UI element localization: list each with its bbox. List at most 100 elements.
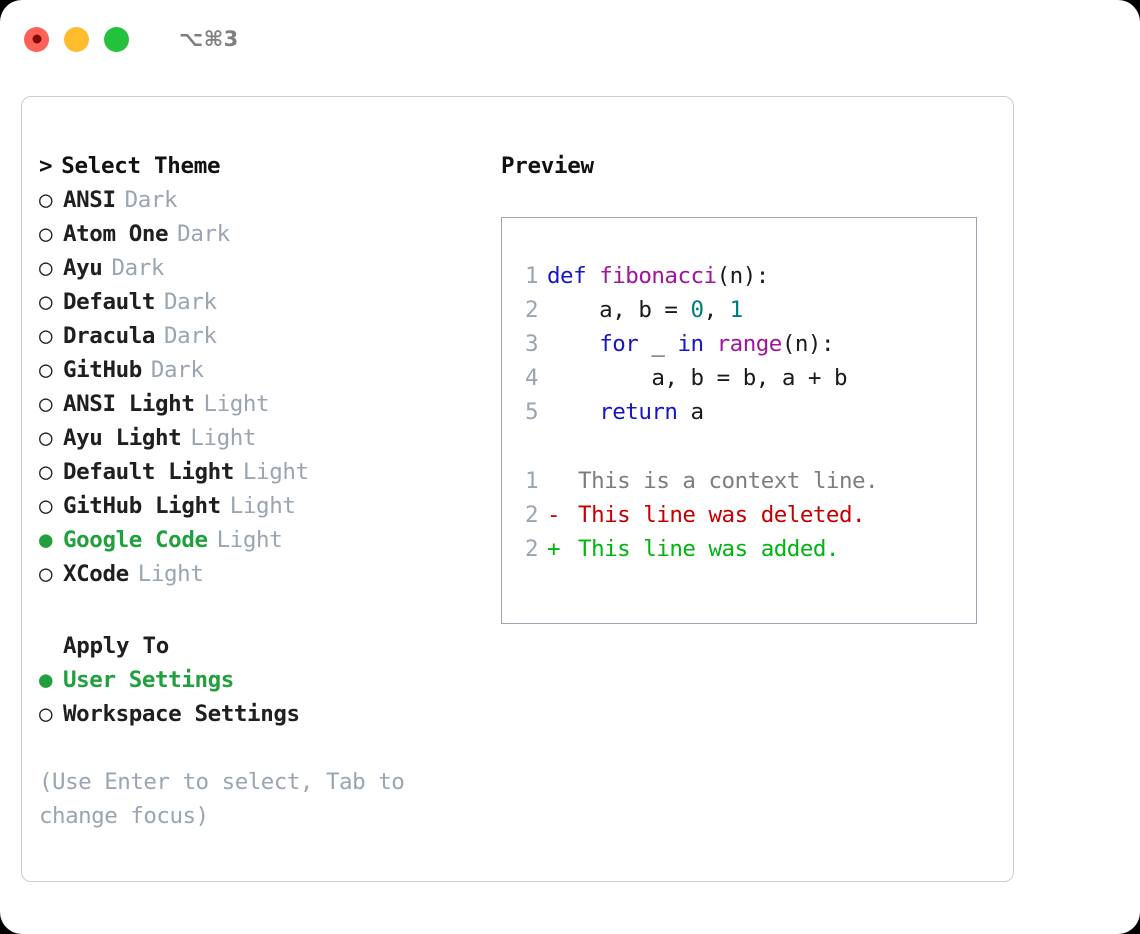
diff-line-number: 2 (524, 536, 539, 562)
diff-marker-added: + (547, 536, 561, 562)
apply-to-option-label: Workspace Settings (63, 701, 300, 727)
theme-kind-label: Dark (164, 323, 217, 349)
theme-kind-label: Light (190, 425, 257, 451)
code-token-pln: _ (638, 331, 678, 357)
diff-marker-context (547, 464, 565, 498)
code-line: 1 def fibonacci(n): (508, 259, 970, 293)
theme-row[interactable]: ○ Default Light Light (39, 455, 489, 489)
theme-name: GitHub (63, 357, 142, 383)
code-line: 5 return a (508, 395, 970, 429)
code-token-num: 1 (729, 297, 744, 323)
code-token-pln: (n): (781, 331, 835, 357)
theme-name: XCode (63, 561, 129, 587)
code-line: 4 a, b = b, a + b (508, 361, 970, 395)
theme-kind-label: Light (216, 527, 283, 553)
theme-kind-label: Light (137, 561, 204, 587)
code-token-pln: a, b = (547, 297, 691, 323)
diff-line: 1 This is a context line. (508, 464, 970, 498)
select-theme-title: Select Theme (61, 153, 221, 179)
code-token-num: 0 (690, 297, 705, 323)
minimize-button[interactable] (64, 26, 89, 52)
theme-kind-label: Dark (124, 187, 178, 213)
code-token-pln (704, 331, 717, 357)
code-token-pln: a, b = b, a + b (547, 365, 848, 391)
maximize-button[interactable] (104, 26, 129, 52)
theme-name: Dracula (63, 323, 156, 349)
apply-to-options: ●User Settings ○ Workspace Settings (39, 663, 489, 731)
code-line-number: 2 (524, 297, 539, 323)
code-line-number: 1 (524, 263, 539, 289)
diff-line: 2- This line was deleted. (508, 498, 970, 532)
theme-kind-label: Light (242, 459, 309, 485)
radio-unselected-icon: ○ (39, 187, 53, 213)
diff-line-text: This line was added. (565, 536, 839, 562)
apply-to-option[interactable]: ○ Workspace Settings (39, 697, 489, 731)
theme-kind-label: Dark (177, 221, 230, 247)
theme-row[interactable]: ○ Dracula Dark (39, 319, 489, 353)
code-token-pln: , (703, 297, 730, 323)
apply-to-option[interactable]: ●User Settings (39, 663, 489, 697)
diff-line-text: This is a context line. (565, 468, 879, 494)
theme-name: GitHub Light (63, 493, 221, 519)
theme-name: Default Light (63, 459, 234, 485)
code-token-kw: return (599, 399, 678, 425)
diff-line-text: This line was deleted. (565, 502, 866, 528)
code-line: 3 for _ in range(n): (508, 327, 970, 361)
preview-header: Preview (501, 153, 594, 179)
theme-row[interactable]: ● Google Code Light (39, 523, 489, 557)
close-button[interactable] (24, 26, 49, 52)
code-token-pln: a (677, 399, 705, 425)
code-line-number: 3 (524, 331, 539, 357)
keyboard-hint-text: (Use Enter to select, Tab to change focu… (39, 769, 405, 829)
diff-line-number: 1 (524, 468, 539, 494)
diff-line-number: 2 (524, 502, 539, 528)
theme-name: Ayu (63, 255, 103, 281)
theme-kind-label: Dark (150, 357, 204, 383)
theme-kind-label: Light (229, 493, 296, 519)
radio-unselected-icon: ○ (39, 391, 53, 417)
keyboard-shortcut-label: ⌥⌘3 (179, 27, 239, 51)
theme-name: Google Code (63, 527, 208, 553)
theme-row[interactable]: ○ GitHub Light Light (39, 489, 489, 523)
diff-marker-deleted: - (547, 502, 561, 528)
apply-to-header: Apply To (63, 633, 169, 659)
radio-selected-icon: ● (39, 527, 53, 553)
code-token-kw: in (677, 331, 704, 357)
radio-unselected-icon: ○ (39, 459, 53, 485)
radio-unselected-icon: ○ (39, 323, 53, 349)
code-token-fn: fibonacci (599, 263, 717, 289)
code-token-fn: range (716, 331, 783, 357)
code-token-pln (547, 399, 599, 425)
radio-unselected-icon: ○ (39, 493, 53, 519)
code-line-number: 4 (524, 365, 539, 391)
radio-unselected-icon: ○ (39, 289, 53, 315)
theme-kind-label: Dark (164, 289, 217, 315)
code-token-pln (547, 331, 599, 357)
code-token-kw: for (599, 331, 639, 357)
code-line: 2 a, b = 0, 1 (508, 293, 970, 327)
theme-name: Atom One (63, 221, 169, 247)
prompt-caret-icon: > (39, 153, 53, 179)
code-line-number: 5 (524, 399, 539, 425)
radio-unselected-icon: ○ (39, 701, 53, 727)
radio-unselected-icon: ○ (39, 255, 53, 281)
code-token-pln: (n): (716, 263, 770, 289)
title-bar: ⌥⌘3 (0, 0, 1140, 78)
code-token-kw: def (547, 263, 600, 289)
apply-to-section: Apply To ●User Settings ○ Workspace Settin… (39, 629, 489, 731)
diff-sample: 1 This is a context line.2- This line wa… (508, 464, 970, 566)
